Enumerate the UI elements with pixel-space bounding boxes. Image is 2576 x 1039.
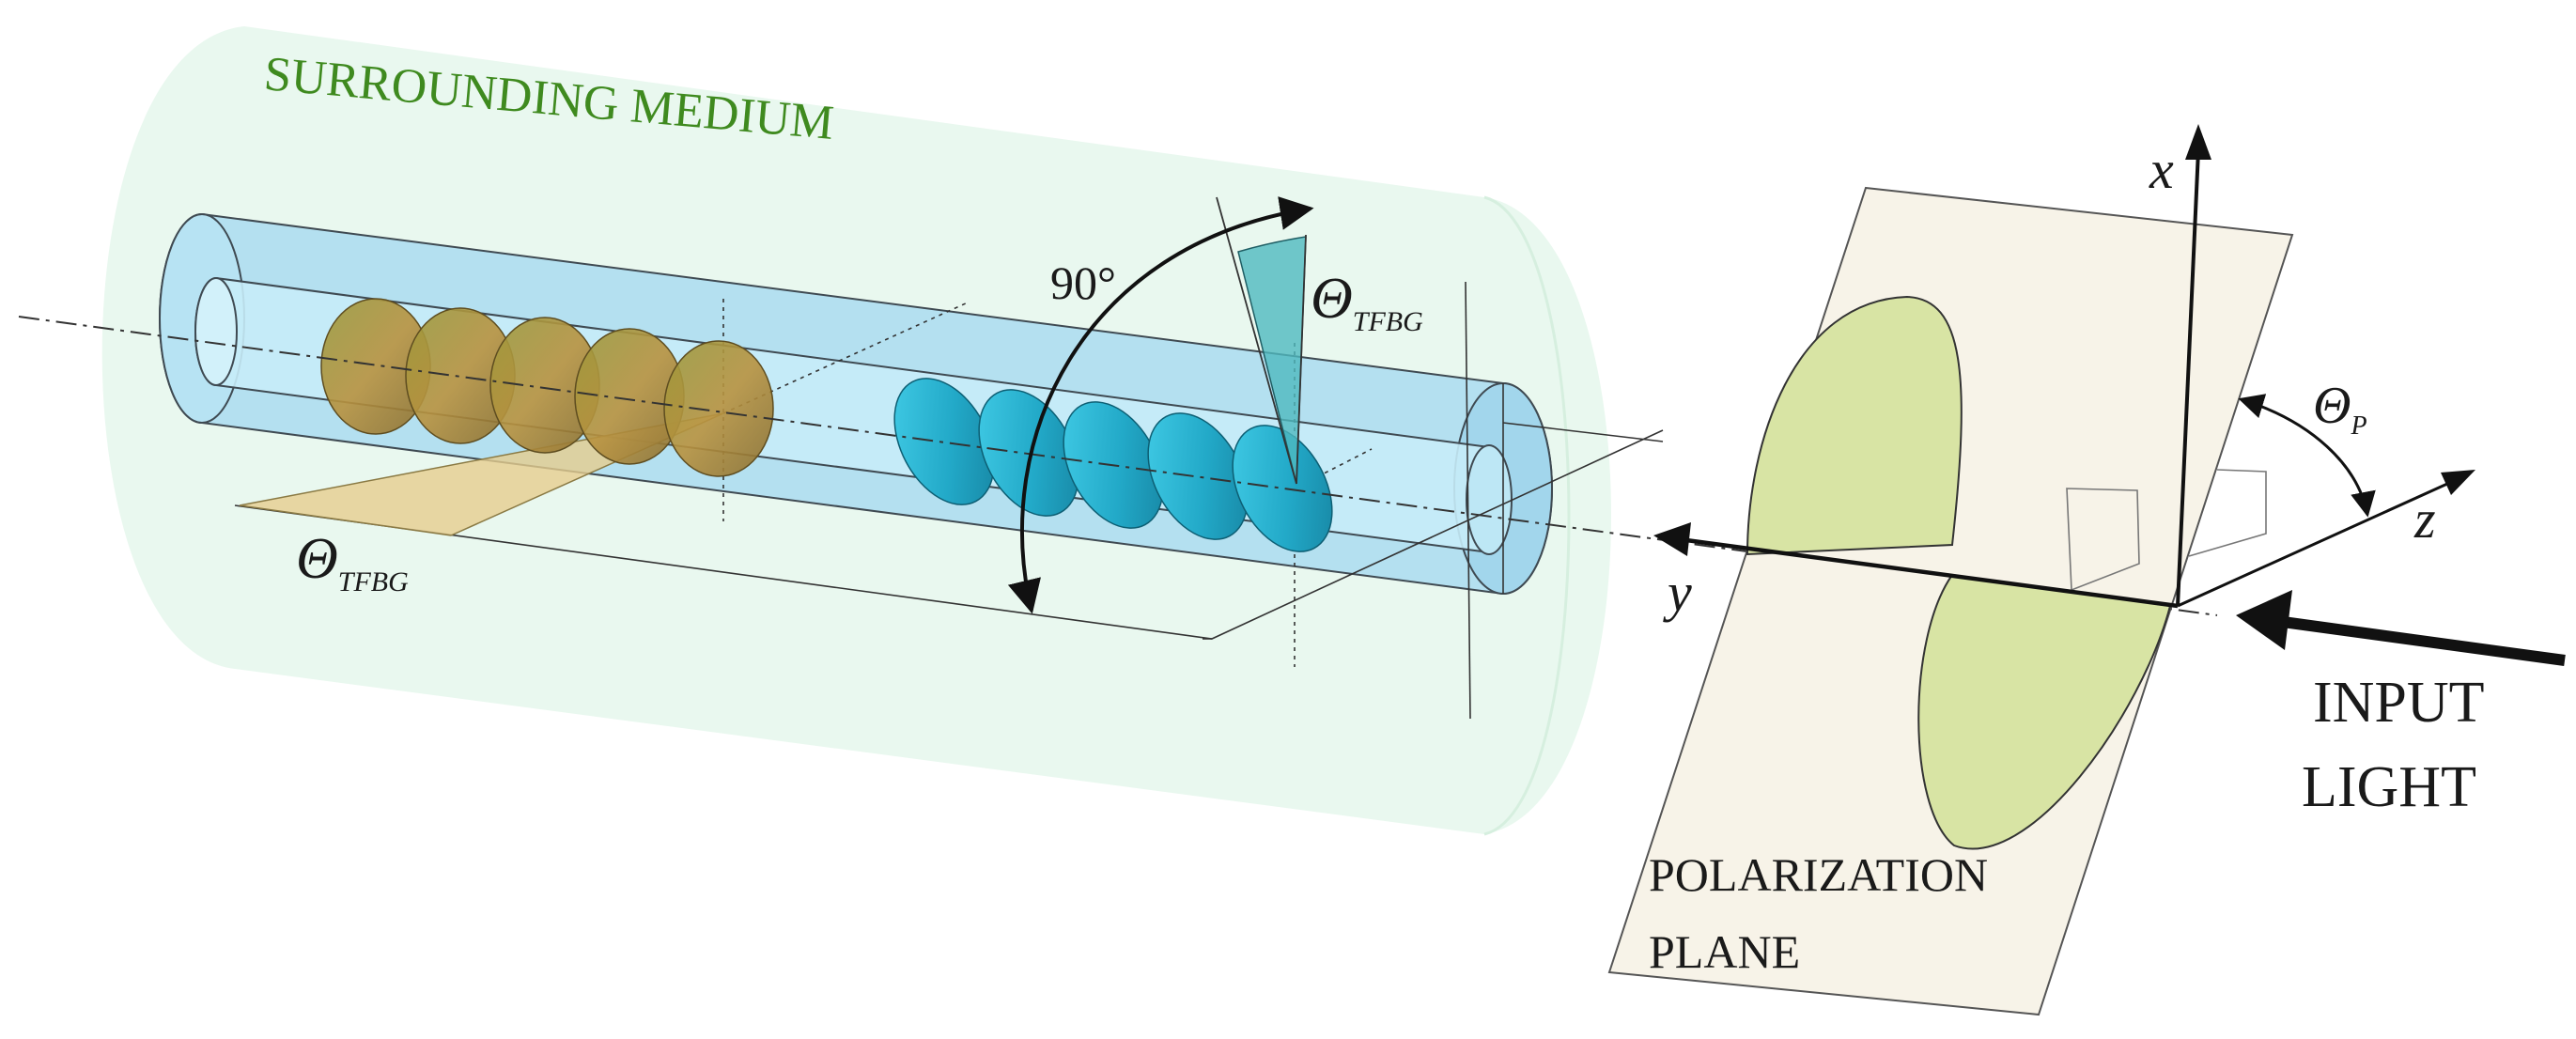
coordinate-axes	[1653, 124, 2475, 609]
theta-symbol: Θ	[1311, 267, 1353, 331]
theta-symbol: Θ	[296, 527, 338, 591]
axis-y-label: y	[1663, 562, 1692, 623]
polarization-plane-line-2: PLANE	[1649, 925, 1800, 978]
polarization-plane	[1607, 186, 2294, 1016]
input-light-arrow	[2236, 590, 2566, 666]
angle-90-label: 90°	[1050, 256, 1116, 309]
input-light-line-1: INPUT	[2313, 671, 2484, 735]
tilt-angle-label-left: ΘTFBG	[296, 527, 409, 597]
tfbg-subscript: TFBG	[338, 566, 409, 597]
polarization-angle-arc	[2238, 394, 2376, 518]
tilt-angle-label-right: ΘTFBG	[1311, 267, 1423, 337]
reference-planes	[234, 281, 1664, 720]
p-subscript: P	[2350, 411, 2367, 441]
axis-z-label: z	[2413, 488, 2436, 550]
theta-symbol: Θ	[2313, 377, 2351, 435]
tfbg-subscript: TFBG	[1353, 306, 1423, 337]
polarization-angle-label: ΘP	[2313, 377, 2367, 441]
grating-planes-tilted	[320, 298, 774, 477]
polarization-plane-label: POLARIZATION PLANE	[1649, 848, 2000, 978]
input-light-line-2: LIGHT	[2302, 755, 2476, 819]
rotation-arc	[1007, 196, 1314, 614]
axis-x-label: x	[2149, 139, 2174, 200]
input-light-label: INPUT LIGHT	[2302, 671, 2498, 819]
polarization-plane-line-1: POLARIZATION	[1649, 848, 1988, 901]
